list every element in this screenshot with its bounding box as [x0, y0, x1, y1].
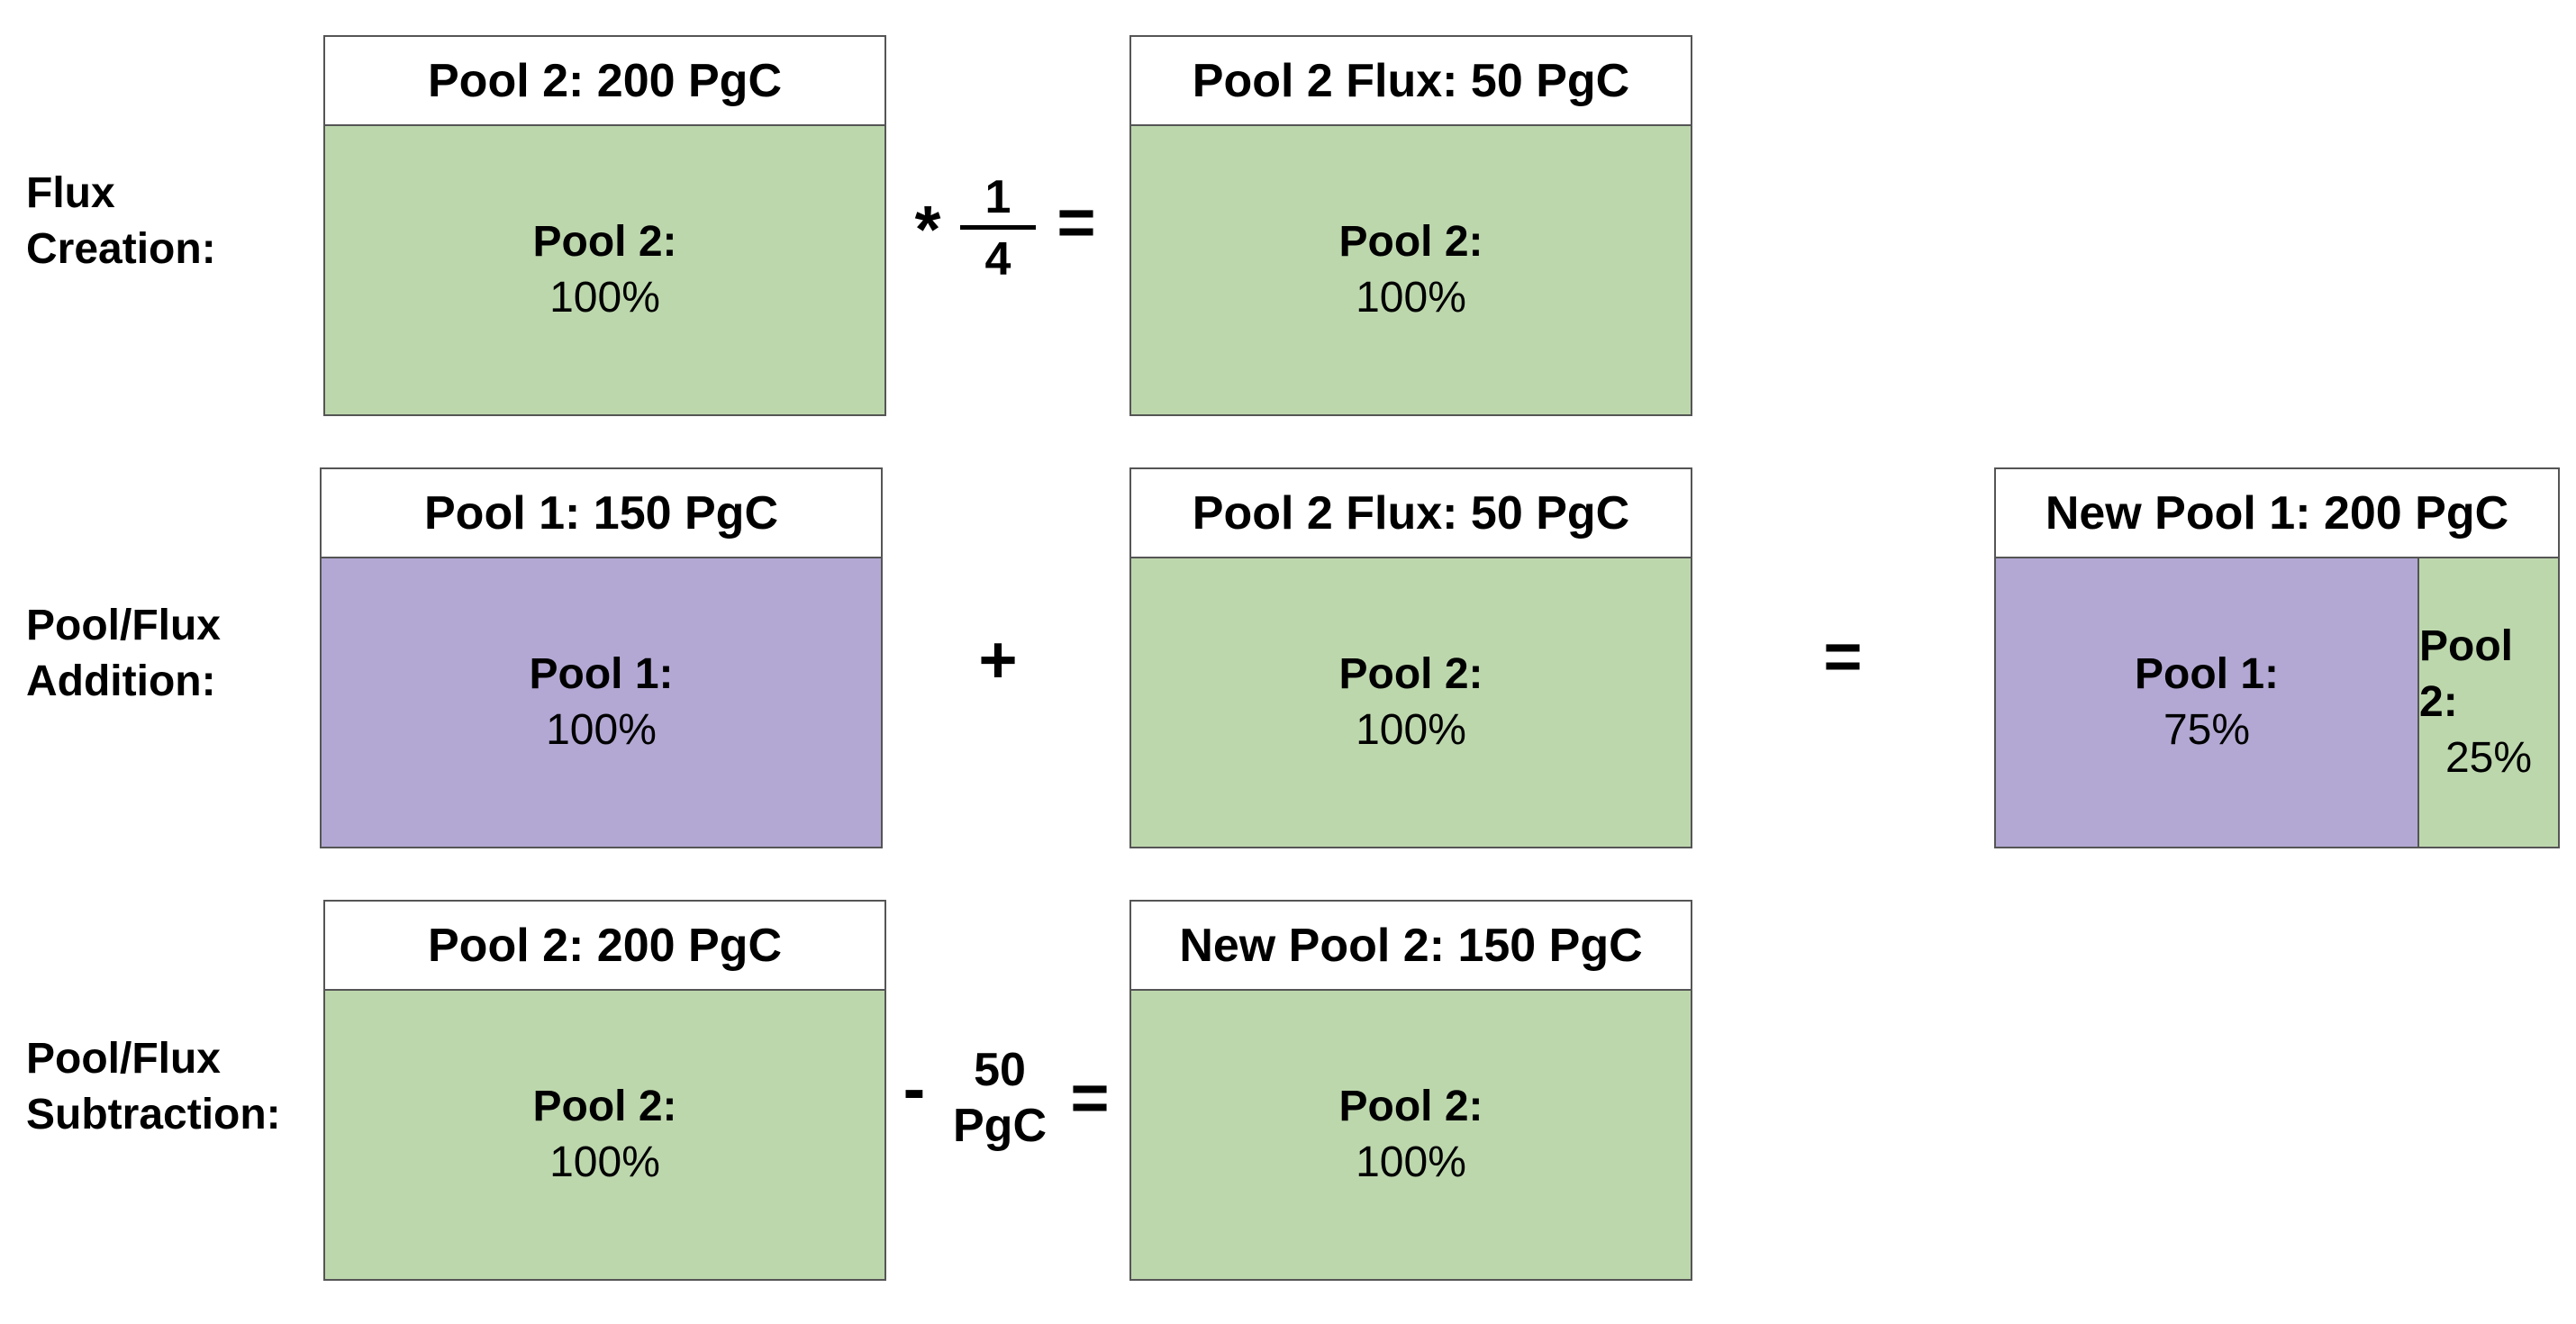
pool-title: Pool 2: 200 PgC: [325, 902, 884, 991]
pool-title: Pool 2 Flux: 50 PgC: [1131, 37, 1691, 126]
segment-name: Pool 2:: [2419, 622, 2513, 726]
pool2-segment: Pool 2: 100%: [325, 991, 884, 1279]
segment-percent: 100%: [549, 1138, 660, 1186]
minus-operator: -: [903, 1051, 926, 1126]
segment-percent: 25%: [2444, 734, 2533, 782]
plus-operator: +: [978, 622, 1018, 697]
pool-box-pool1-150: Pool 1: 150 PgC Pool 1: 100%: [320, 467, 883, 848]
pool-composition: Pool 1: 100%: [322, 558, 881, 847]
fraction-numerator: 1: [984, 171, 1011, 223]
segment-percent: 100%: [1356, 706, 1466, 754]
pool-title: New Pool 2: 150 PgC: [1131, 902, 1691, 991]
fraction-bar: [960, 225, 1036, 230]
segment-name: Pool 2:: [1338, 1083, 1483, 1130]
row-label-flux-creation: Flux Creation:: [26, 169, 216, 273]
row-label-pool-flux-subtraction: Pool/Flux Subtraction:: [26, 1035, 281, 1138]
segment-name: Pool 2:: [532, 1083, 677, 1130]
segment-percent: 75%: [2163, 706, 2251, 754]
pool2-segment: Pool 2: 25%: [2417, 558, 2558, 847]
row-label-pool-flux-addition: Pool/Flux Addition:: [26, 602, 221, 705]
pool2-segment: Pool 2: 100%: [1131, 558, 1691, 847]
subtracted-amount: 50 PgC: [953, 1044, 1047, 1152]
equals-operator: =: [1823, 619, 1863, 694]
pool-box-new-pool1-200: New Pool 1: 200 PgC Pool 1: 75% Pool 2: …: [1994, 467, 2560, 848]
pool-composition: Pool 2: 100%: [325, 991, 884, 1279]
pool1-segment: Pool 1: 75%: [1996, 558, 2417, 847]
pool-box-new-pool2-150: New Pool 2: 150 PgC Pool 2: 100%: [1129, 900, 1692, 1281]
segment-percent: 100%: [549, 274, 660, 322]
pool2-segment: Pool 2: 100%: [1131, 991, 1691, 1279]
segment-percent: 100%: [546, 706, 657, 754]
segment-name: Pool 1:: [529, 650, 674, 698]
pool-title: Pool 2: 200 PgC: [325, 37, 884, 126]
segment-name: Pool 1:: [2134, 650, 2279, 698]
pool-composition: Pool 2: 100%: [1131, 991, 1691, 1279]
equals-operator: =: [1070, 1060, 1110, 1135]
pool-composition: Pool 1: 75% Pool 2: 25%: [1996, 558, 2558, 847]
segment-name: Pool 2:: [532, 218, 677, 266]
pool-title: Pool 2 Flux: 50 PgC: [1131, 469, 1691, 558]
pool-composition: Pool 2: 100%: [1131, 558, 1691, 847]
segment-name: Pool 2:: [1338, 218, 1483, 266]
pool2-segment: Pool 2: 100%: [1131, 126, 1691, 414]
segment-percent: 100%: [1356, 274, 1466, 322]
segment-percent: 100%: [1356, 1138, 1466, 1186]
multiply-operator: *: [914, 192, 941, 267]
fraction-one-quarter: 1 4: [960, 171, 1036, 286]
pool-box-pool2-200: Pool 2: 200 PgC Pool 2: 100%: [323, 35, 886, 416]
pool-composition: Pool 2: 100%: [325, 126, 884, 414]
segment-name: Pool 2:: [1338, 650, 1483, 698]
pool-title: New Pool 1: 200 PgC: [1996, 469, 2558, 558]
pool-box-pool2-flux-50: Pool 2 Flux: 50 PgC Pool 2: 100%: [1129, 467, 1692, 848]
fraction-denominator: 4: [984, 233, 1011, 286]
pool-title: Pool 1: 150 PgC: [322, 469, 881, 558]
equals-operator: =: [1057, 185, 1096, 259]
pool1-segment: Pool 1: 100%: [322, 558, 881, 847]
pool-box-pool2-flux-50: Pool 2 Flux: 50 PgC Pool 2: 100%: [1129, 35, 1692, 416]
pool-composition: Pool 2: 100%: [1131, 126, 1691, 414]
pool2-segment: Pool 2: 100%: [325, 126, 884, 414]
pool-box-pool2-200: Pool 2: 200 PgC Pool 2: 100%: [323, 900, 886, 1281]
